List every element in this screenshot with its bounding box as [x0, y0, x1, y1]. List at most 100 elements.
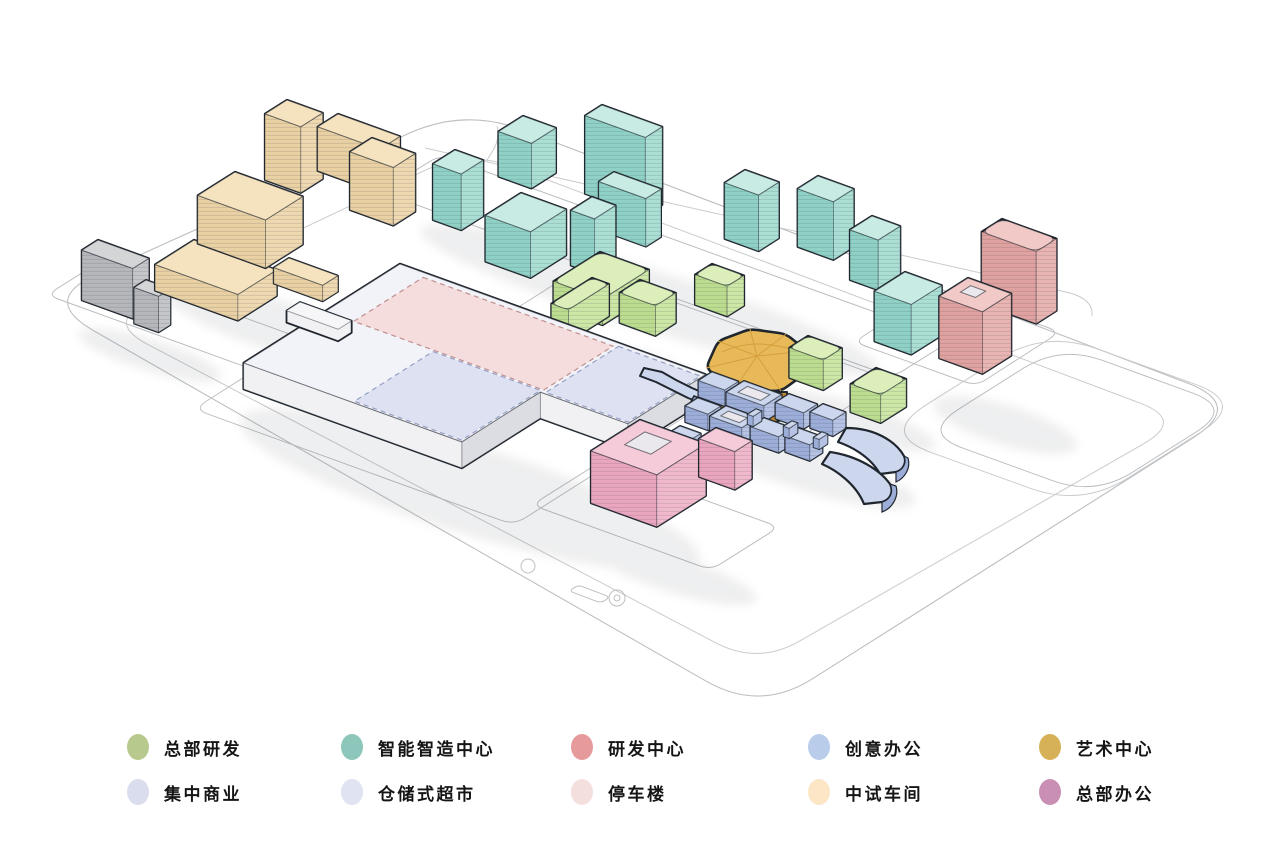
creative-office-bridge-2: [782, 420, 799, 440]
pilot-workshop-tower-1: [263, 98, 324, 194]
creative-office-block-3-roof: [774, 393, 819, 414]
creative-office-block-4-wall-front-stripes: [810, 412, 833, 437]
smart-mfg-wing-1-roof: [597, 171, 663, 200]
hq-rd-block-3-wall-front-stripes: [619, 292, 656, 336]
creative-office-block-4-roof: [809, 403, 847, 421]
smart-mfg-slab-1: [873, 270, 943, 356]
big-building-entry-wing: [285, 301, 353, 343]
hq-rd-block-5-wall-front-stripes: [789, 347, 824, 390]
hq-office-building: [589, 418, 707, 528]
smart-mfg-tower-6-roof: [723, 169, 780, 196]
pilot-workshop-tower-2-roof: [348, 137, 417, 169]
smart-mfg-tower-6: [723, 168, 780, 253]
site-boundary: [67, 119, 1218, 697]
hq-office-building-wall-right-stripes: [656, 443, 706, 527]
creative-office-block-5-roof: [684, 397, 722, 415]
smart-mfg-tower-4-roof: [583, 104, 664, 139]
office-gray-slab-wall-front-stripes: [81, 250, 133, 319]
smart-mfg-tower-6-wall-right-stripes: [758, 182, 779, 252]
smart-mfg-tower-8-wall-front-stripes: [850, 229, 879, 291]
smart-mfg-tower-8-wall-right-stripes: [878, 226, 901, 291]
smart-mfg-slab-1-wall-right-stripes: [911, 285, 942, 355]
big-roof-market-zone-front: [353, 350, 542, 441]
pilot-workshop-block-roof: [196, 171, 304, 221]
smart-mfg-tower-2-wall-right-stripes: [461, 160, 484, 231]
pilot-workshop-tower-1-roof: [263, 99, 324, 128]
parcel-east-1: [940, 353, 1215, 488]
creative-office-bridge-2-roof: [782, 420, 799, 429]
creative-office-block-7-wall-front-stripes: [750, 426, 779, 453]
smart-mfg-tower-1-wall-right-stripes: [531, 127, 556, 189]
creative-office-bridge-1-roof: [746, 408, 763, 417]
pilot-workshop-tower-1-wall-front-stripes: [265, 113, 301, 193]
hq-office-bar-wall-front-stripes: [699, 438, 735, 490]
hq-rd-block-4: [693, 262, 746, 318]
smart-mfg-tower-5-roof: [569, 196, 617, 220]
big-roof-parking-zone: [352, 276, 615, 391]
dome-facet-line: [717, 340, 758, 357]
creative-office-swooshes: [820, 426, 910, 513]
hq-office-building-courtyard: [623, 431, 673, 455]
pilot-workshop-slab-1-wall-front-stripes: [155, 264, 238, 321]
hq-rd-block-3-wall-right-stripes: [655, 292, 676, 336]
smart-mfg-tower-1-wall-front-stripes: [498, 131, 532, 189]
smart-mfg-tower-3-roof: [484, 192, 568, 233]
smart-mfg-tower-8-roof: [848, 215, 902, 241]
smart-mfg-tower-3: [484, 191, 568, 279]
office-gray-wing-wall-right-stripes: [158, 288, 171, 333]
hq-rd-block-6-wall-front-stripes: [850, 384, 881, 423]
road-circle-1: [520, 558, 536, 574]
hq-rd-block-4-wall-right-stripes: [727, 275, 744, 317]
rd-center-block-courtyard: [959, 285, 987, 299]
hq-office-bar: [697, 426, 753, 491]
smart-mfg-tower-7: [796, 174, 855, 261]
smart-mfg-tower-2-wall-front-stripes: [433, 163, 462, 231]
hq-rd-block-5-wall-right-stripes: [823, 348, 842, 390]
entry-wing-roof: [285, 301, 353, 330]
buildings: [80, 98, 1058, 528]
pilot-workshop-wing-roof: [272, 257, 340, 286]
smart-mfg-tower-1-roof: [497, 115, 558, 144]
hq-rd-block-4-roof: [697, 264, 742, 286]
office-gray-slab-roof: [80, 239, 150, 270]
smart-mfg-wing-1-wall-right-stripes: [645, 189, 661, 247]
pilot-workshop-block-wall-front-stripes: [197, 195, 266, 268]
pilot-workshop-wing: [272, 257, 340, 303]
rd-center-tower-wall-right-stripes: [1036, 238, 1057, 324]
rd-center-tower-roof: [984, 220, 1054, 251]
north-road: [424, 147, 1093, 317]
pilot-workshop-block: [196, 170, 304, 270]
creative-office-block-8-wall-front-stripes: [785, 436, 810, 461]
big-building-warehouse-market: [242, 262, 707, 470]
hq-rd-block-5-roof: [791, 336, 840, 360]
road-stub: [570, 585, 609, 603]
building-shadow: [78, 328, 222, 382]
hq-rd-block-6: [849, 366, 908, 425]
dome-facet-line: [749, 328, 758, 357]
pilot-workshop-wing-wall-right-stripes: [322, 275, 338, 302]
creative-office-bridge-3-roof: [812, 431, 829, 440]
rd-center-block-wall-right-stripes: [982, 293, 1012, 374]
hq-rd-block-5: [788, 334, 843, 392]
parcel-rd-center: [858, 290, 1056, 384]
pilot-workshop-slab-1-wall-right-stripes: [237, 269, 277, 321]
smart-mfg-tower-6-wall-front-stripes: [724, 182, 759, 252]
dome-facet-line: [756, 355, 782, 392]
hq-rd-block-6-wall-right-stripes: [880, 378, 907, 423]
hq-rd-block-2-roof: [553, 278, 607, 310]
building-shadow: [933, 395, 1077, 455]
smart-mfg-tower-2: [431, 148, 485, 232]
creative-office-block-6-courtyard: [719, 410, 749, 424]
building-shadow: [593, 544, 757, 606]
building-shadow: [240, 408, 700, 572]
smart-mfg-tower-3-wall-front-stripes: [485, 215, 531, 278]
road-circle-2: [608, 589, 626, 607]
road-circle-2-inner: [613, 594, 621, 602]
smart-mfg-tower-7-roof: [796, 175, 855, 203]
rd-center-block-wall-front-stripes: [939, 296, 983, 374]
smart-mfg-tower-5: [569, 195, 617, 276]
smart-mfg-tower-7-wall-right-stripes: [833, 188, 854, 260]
creative-office-bridge-1: [746, 408, 763, 428]
pilot-workshop-tower-2-wall-right-stripes: [393, 153, 416, 226]
